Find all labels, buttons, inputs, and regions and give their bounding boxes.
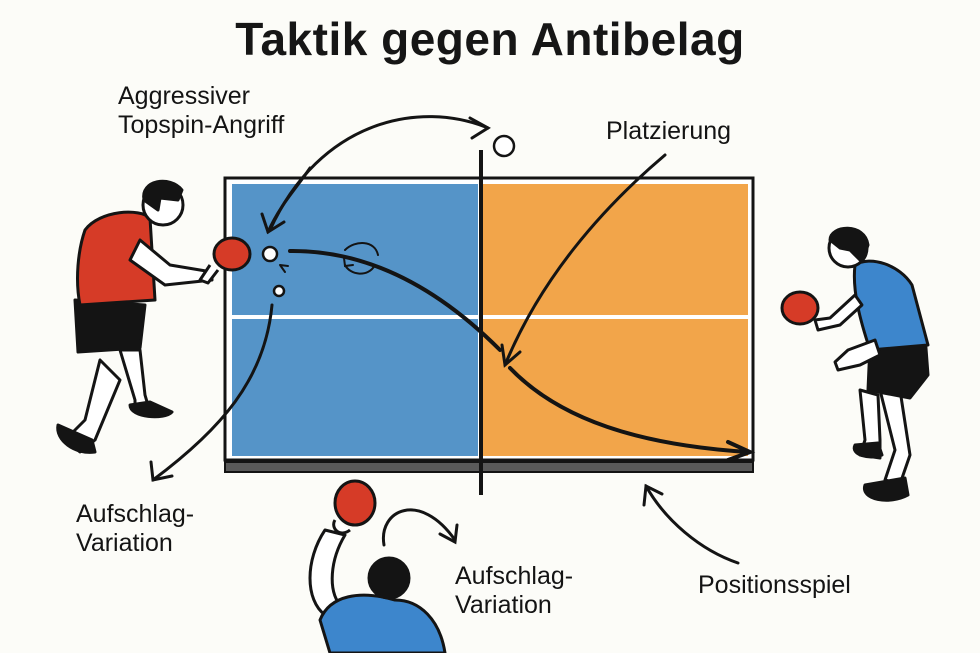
label-topspin-line2: Topspin-Angriff [118,111,285,139]
label-placement: Platzierung [606,117,732,145]
diagram-title: Taktik gegen Antibelag [235,13,745,65]
label-serve-bottom-line2: Variation [455,591,552,619]
label-serve-left-line2: Variation [76,529,173,557]
label-topspin-line1: Aggressiver [118,82,250,110]
table-half-right [483,184,748,456]
arrow-placement [503,153,667,367]
arrows [149,115,756,565]
label-topspin-attack: Aggressiver Topspin-Angriff [118,82,284,140]
arrow-position [644,484,740,565]
ball-icon [261,245,279,263]
ping-pong-table [223,150,755,495]
table-edge [224,461,754,473]
arrow-shot-trajectory [288,248,502,352]
ball-icon [492,134,516,158]
player-blue-right [780,226,930,502]
arrow-to-paddle [266,166,312,234]
ball-icon [272,284,286,298]
label-serve-left-line1: Aufschlag- [76,500,195,528]
label-serve-variation-left: Aufschlag- Variation [76,500,194,558]
player-red-left [56,179,252,454]
label-serve-bottom-line1: Aufschlag- [455,562,574,590]
player-blue-bottom-serving [308,479,447,653]
label-serve-variation-bottom: Aufschlag- Variation [455,562,573,620]
arrow-serve-bottom [381,508,457,547]
label-position-play: Positionsspiel [698,571,851,599]
arrow-serve-left [151,303,274,482]
